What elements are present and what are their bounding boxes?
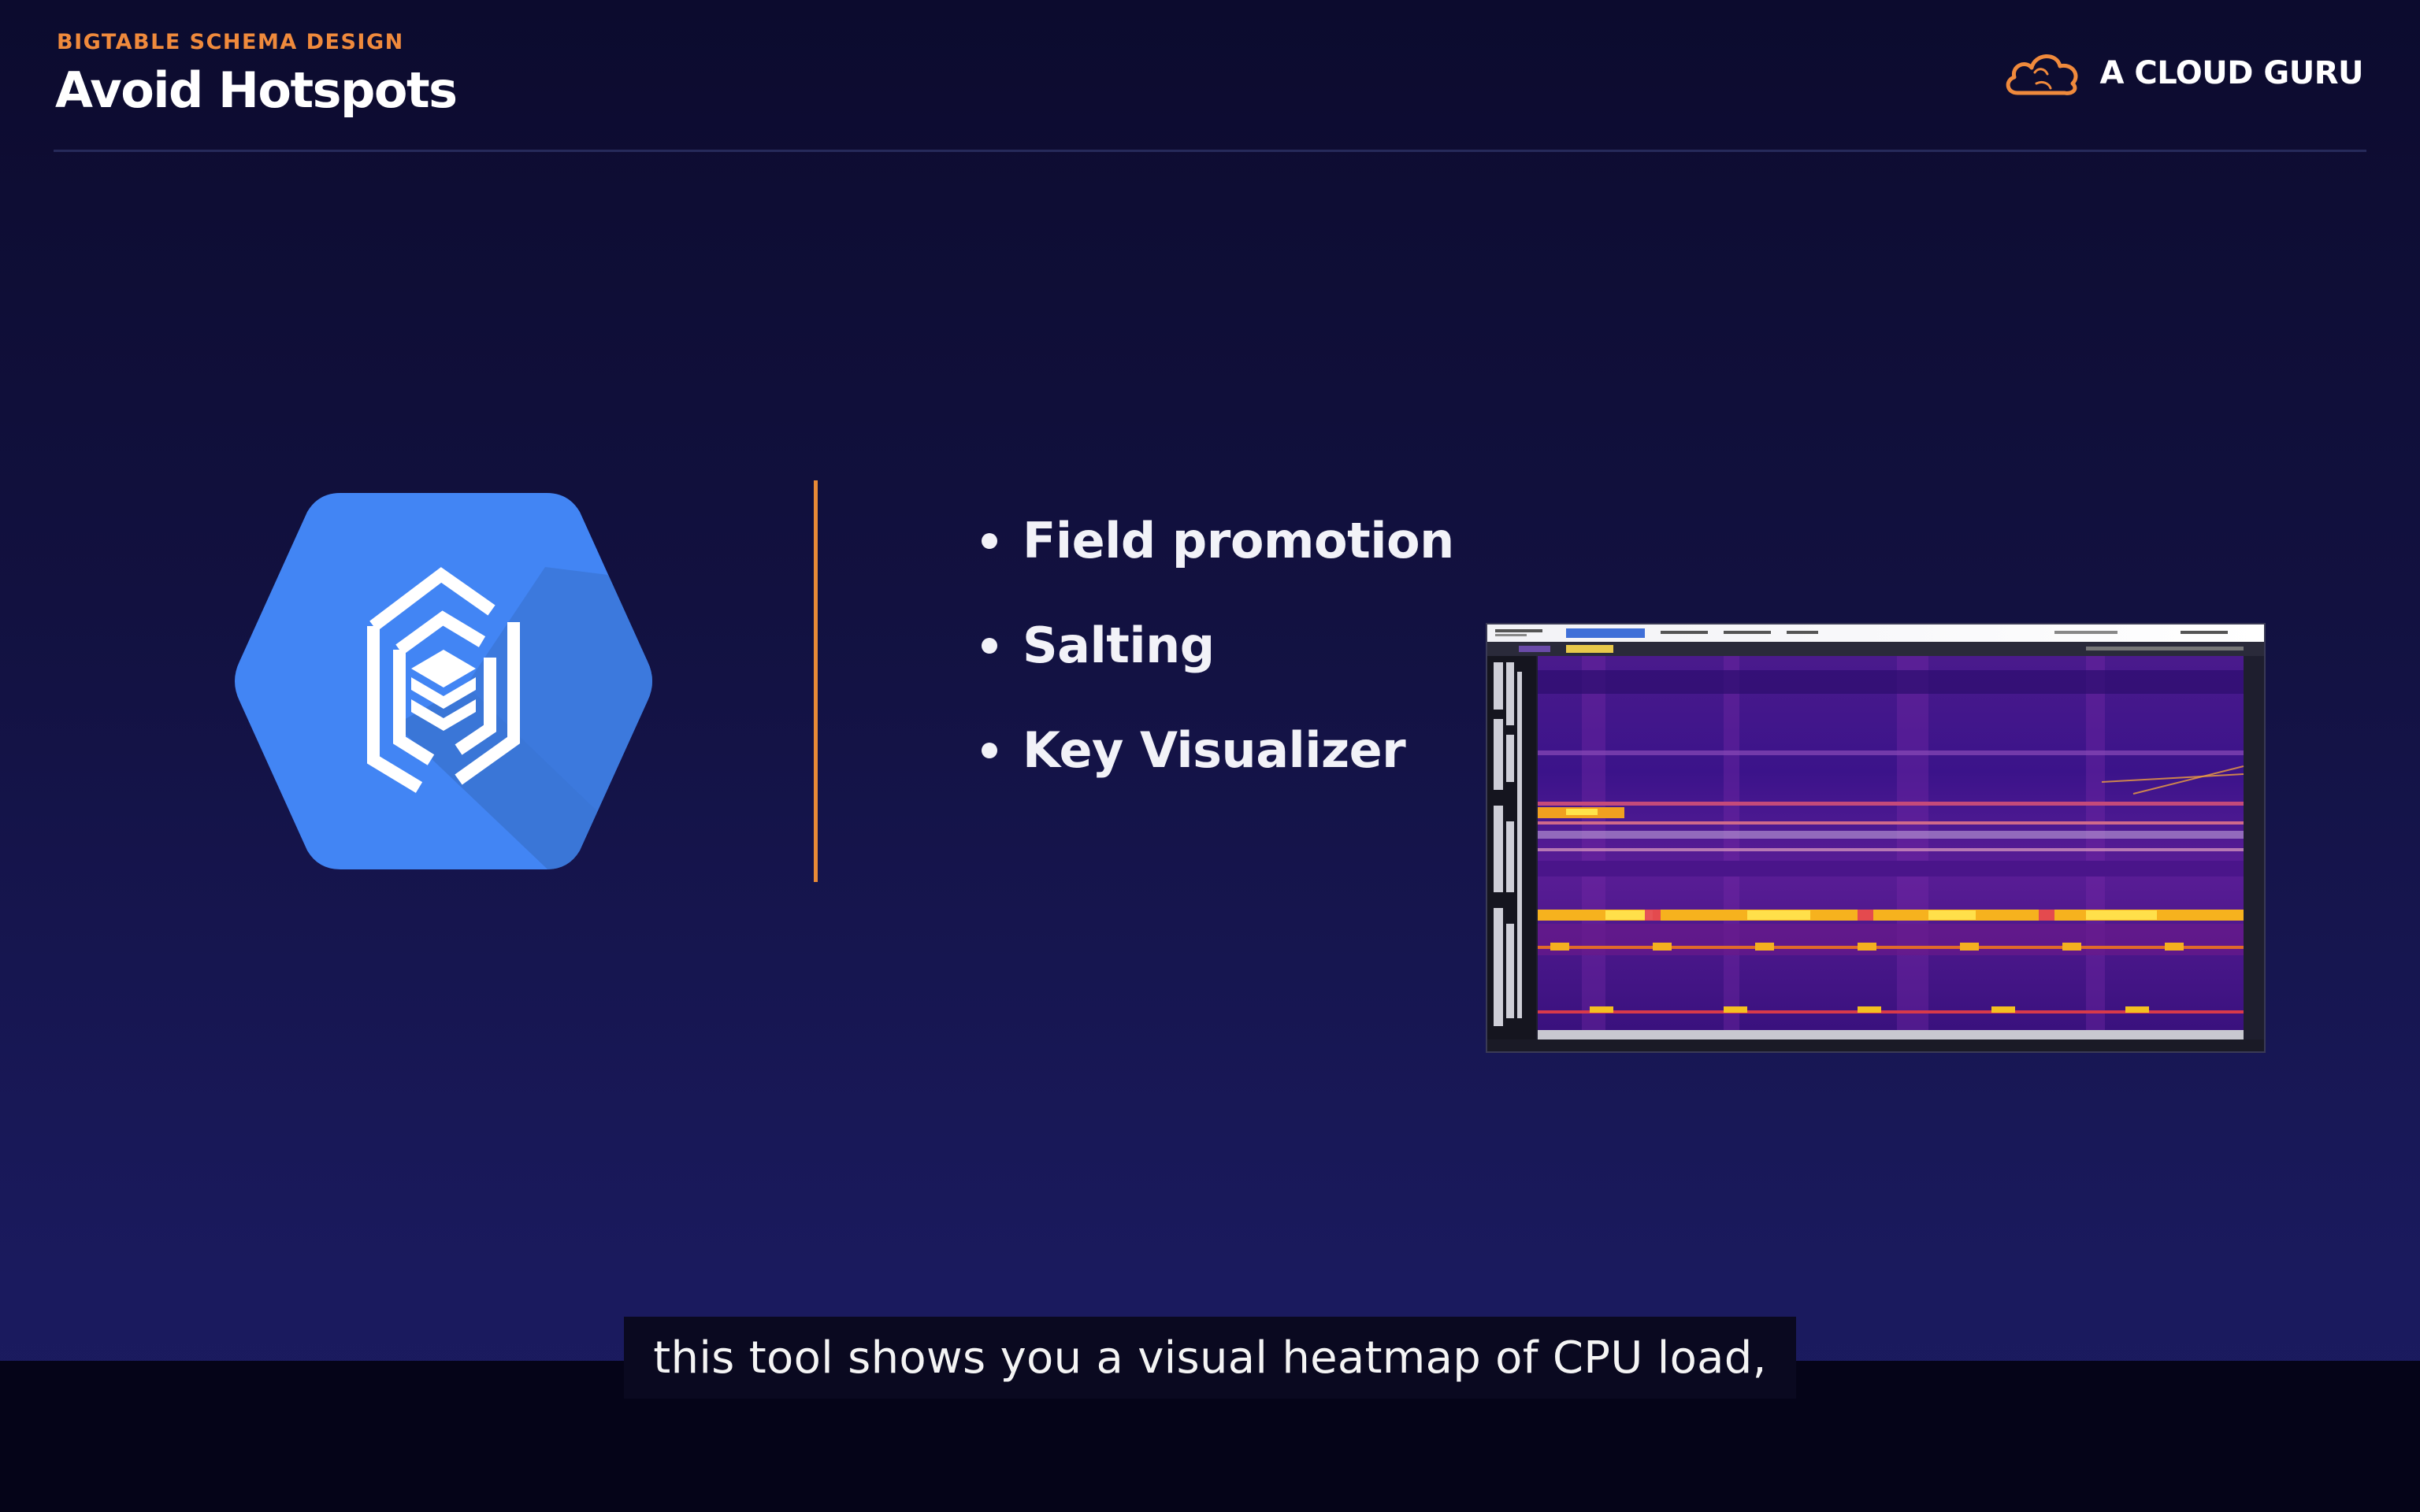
- bullet-item: Key Visualizer: [982, 698, 1454, 802]
- bullet-text: Salting: [1023, 617, 1215, 674]
- brand-logo: A CLOUD GURU: [2002, 49, 2363, 98]
- key-visualizer-screenshot: [1486, 623, 2266, 1053]
- key-visualizer-heatmap-screenshot: [1487, 624, 2264, 1051]
- bullet-dot-icon: [982, 742, 997, 758]
- bullet-item: Salting: [982, 593, 1454, 698]
- bullet-dot-icon: [982, 532, 997, 549]
- orange-divider: [814, 480, 818, 882]
- brand-name: A CLOUD GURU: [2099, 55, 2363, 91]
- subtitle-caption: this tool shows you a visual heatmap of …: [624, 1317, 1796, 1399]
- eyebrow-label: BIGTABLE SCHEMA DESIGN: [57, 30, 404, 54]
- bigtable-hexagon-icon: [235, 493, 652, 869]
- bullet-text: Key Visualizer: [1023, 721, 1406, 779]
- bullet-text: Field promotion: [1023, 512, 1454, 569]
- bullet-item: Field promotion: [982, 488, 1454, 593]
- header-divider: [54, 150, 2366, 152]
- bullet-list: Field promotion Salting Key Visualizer: [982, 488, 1454, 802]
- bullet-dot-icon: [982, 637, 997, 654]
- cloud-logo-icon: [2006, 54, 2078, 95]
- slide-title: Avoid Hotspots: [55, 61, 458, 119]
